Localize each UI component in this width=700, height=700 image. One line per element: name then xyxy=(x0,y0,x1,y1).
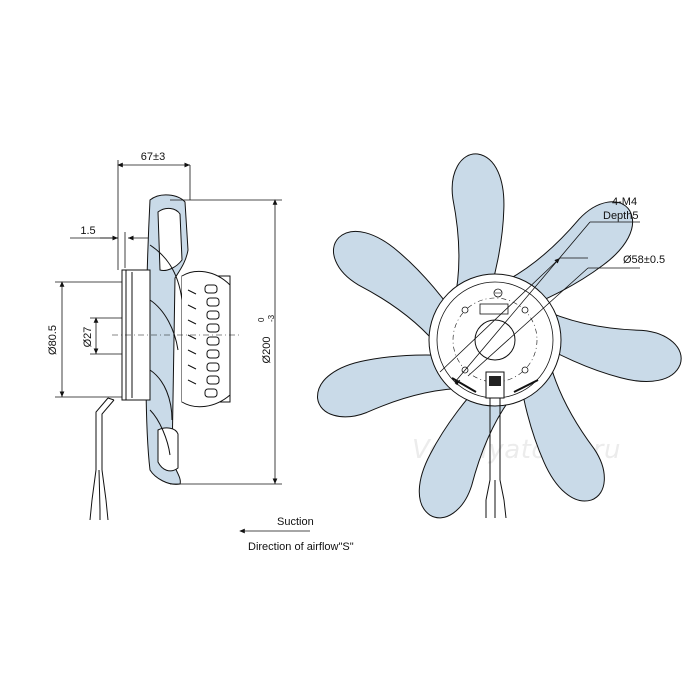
svg-text:Ø200: Ø200 xyxy=(261,337,273,364)
dim-holes: 4-M4 xyxy=(612,196,637,208)
airflow-direction-label: Direction of airflow"S" xyxy=(248,541,354,553)
front-view: 4-M4 Depth5 Ø58±0.5 xyxy=(317,153,682,519)
airflow-indicator: Suction Direction of airflow"S" xyxy=(239,516,354,553)
dim-bolt-circle: Ø58±0.5 xyxy=(623,254,665,266)
fan-blade xyxy=(451,153,505,308)
side-view xyxy=(89,194,240,521)
bolt-circle xyxy=(452,297,538,383)
side-cable xyxy=(95,397,115,470)
front-dimensions xyxy=(439,221,640,386)
svg-text:-3: -3 xyxy=(267,314,276,322)
cage-slots xyxy=(187,284,220,398)
side-dimensions xyxy=(55,160,282,485)
fan-blade xyxy=(529,307,682,382)
fan-blade xyxy=(418,374,518,519)
shaft-boss xyxy=(474,319,516,361)
fan-blade xyxy=(333,230,463,351)
dim-motor-diameter: Ø80.5 xyxy=(47,325,59,355)
dim-hole-depth: Depth5 xyxy=(603,210,638,222)
fan-blades xyxy=(317,153,682,519)
fan-blade xyxy=(518,354,605,502)
svg-text:0: 0 xyxy=(257,317,266,322)
dim-depth: 67±3 xyxy=(141,151,165,163)
fan-blade xyxy=(317,354,470,418)
dim-offset: 1.5 xyxy=(80,225,95,237)
dim-fan-diameter: Ø200 0 -3 xyxy=(257,314,276,363)
suction-label: Suction xyxy=(277,516,314,528)
label-plate xyxy=(479,303,509,315)
dim-shaft-diameter: Ø27 xyxy=(82,327,94,348)
front-cable xyxy=(485,398,507,519)
fan-blade xyxy=(497,201,634,312)
